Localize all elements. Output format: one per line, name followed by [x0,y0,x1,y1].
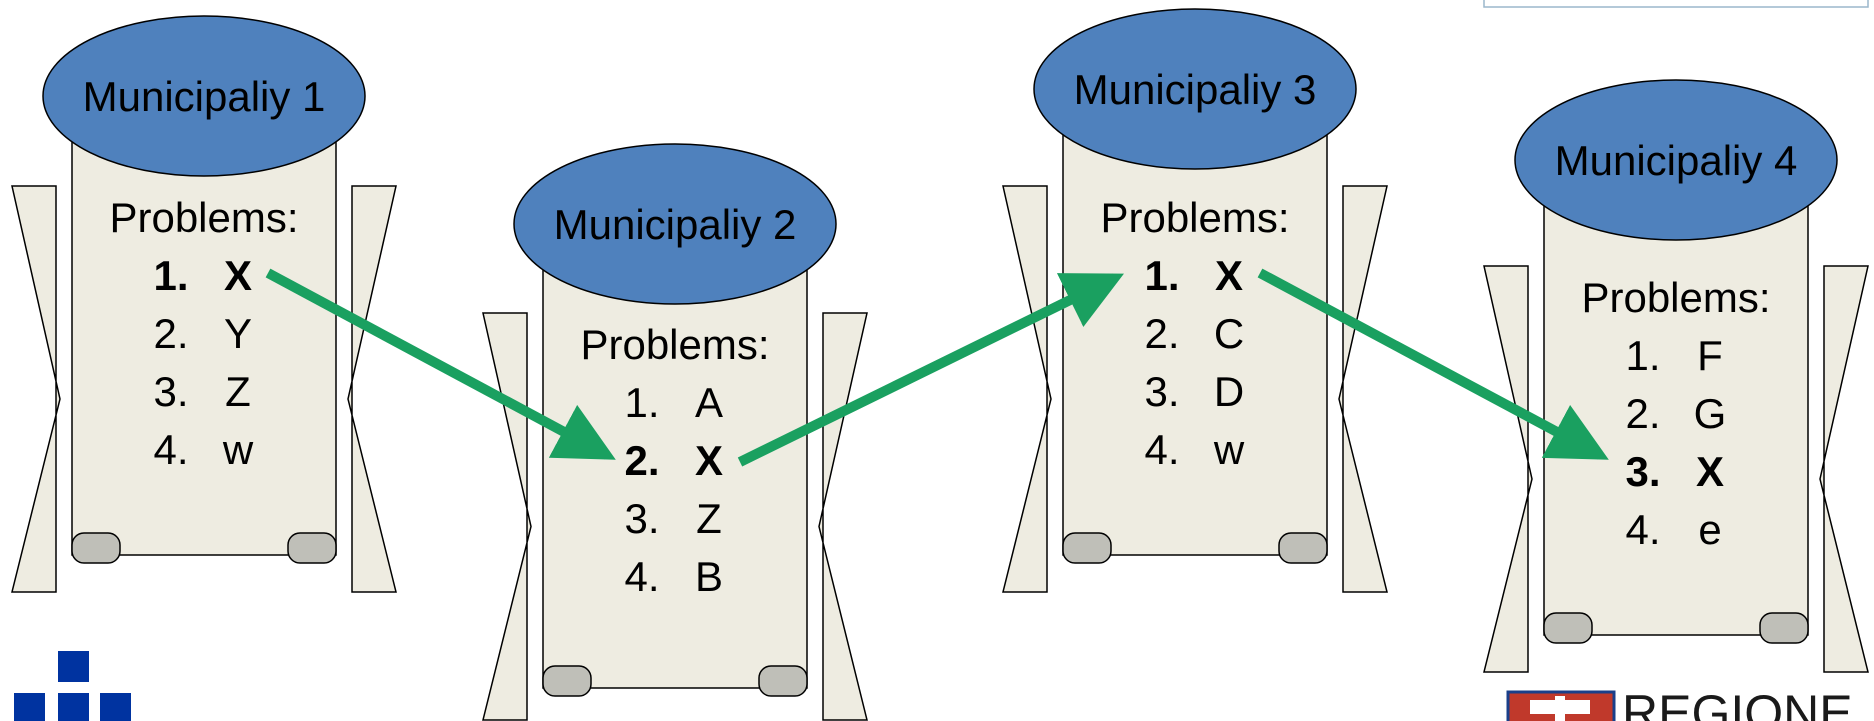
problems-heading: Problems: [1581,274,1770,321]
arrow-1-to-2 [265,268,616,460]
scroll-back-panel [1819,265,1869,673]
problem-number: 3. [1144,368,1179,415]
problem-label: Z [225,368,251,415]
scroll-back-panel [482,312,532,721]
scroll-curl [1062,532,1112,564]
municipality-name: Municipaliy 1 [83,73,326,120]
problem-number: 2. [624,437,659,484]
scroll-back-panel [1338,185,1388,593]
problem-label: B [695,553,723,600]
scroll-curl [542,665,592,697]
scroll-curl [1278,532,1328,564]
problem-label: w [1213,426,1245,473]
problem-number: 4. [1144,426,1179,473]
municipality-header-ellipse [513,143,837,305]
logo-right-text: REGIONE [1622,685,1853,721]
problem-label: F [1697,332,1723,379]
problem-number: 4. [1625,506,1660,553]
arrow-2-to-3 [737,273,1124,467]
bottom-right-logo: REGIONE [1506,685,1853,721]
problem-number: 2. [1144,310,1179,357]
problem-label: Y [224,310,252,357]
arrow-3-to-4 [1257,268,1609,460]
municipality-name: Municipaliy 4 [1555,137,1798,184]
bottom-left-logo [14,651,131,721]
problem-number: 1. [624,379,659,426]
scroll-curl [1759,612,1809,644]
problem-label: D [1214,368,1244,415]
municipality-card: Municipaliy 4 Problems: 1. F 2. G 3. X 4. e [1483,79,1869,673]
problem-number: 3. [1625,448,1660,495]
scroll-curl [758,665,808,697]
problem-label: Z [696,495,722,542]
problem-number: 2. [153,310,188,357]
scroll-back-panel [1483,265,1533,673]
problem-label: e [1698,506,1721,553]
scroll-curl [71,532,121,564]
scroll-body [1543,205,1809,636]
problems-heading: Problems: [1100,194,1289,241]
problem-label: w [222,426,254,473]
municipality-header-ellipse [1033,8,1357,170]
scroll-curl [287,532,337,564]
problem-label: X [1215,252,1243,299]
problem-label: C [1214,310,1244,357]
problem-label: A [695,379,723,426]
problem-number: 3. [624,495,659,542]
scroll-back-panel [1002,185,1052,593]
problem-number: 1. [153,252,188,299]
municipality-header-ellipse [1514,79,1838,241]
top-right-frame [1483,0,1869,8]
municipality-name: Municipaliy 2 [554,201,797,248]
municipality-card: Municipaliy 2 Problems: 1. A 2. X 3. Z 4. B [482,143,868,721]
problem-number: 4. [624,553,659,600]
problem-number: 1. [1625,332,1660,379]
problem-number: 3. [153,368,188,415]
scroll-back-panel [11,185,61,593]
problem-number: 1. [1144,252,1179,299]
problems-heading: Problems: [109,194,298,241]
scroll-back-panel [818,312,868,721]
problem-number: 4. [153,426,188,473]
scroll-curl [1543,612,1593,644]
problem-label: X [1696,448,1724,495]
municipality-card: Municipaliy 3 Problems: 1. X 2. C 3. D 4. w [1002,8,1388,593]
problem-label: X [224,252,252,299]
municipality-name: Municipaliy 3 [1074,66,1317,113]
municipality-card: Municipaliy 1 Problems: 1. X 2. Y 3. Z 4. w [11,15,397,593]
scroll-back-panel [347,185,397,593]
scroll-body [71,139,337,556]
problem-label: X [695,437,723,484]
municipality-header-ellipse [42,15,366,177]
scroll-body [1062,133,1328,556]
problem-label: G [1694,390,1727,437]
problems-heading: Problems: [580,321,769,368]
problem-number: 2. [1625,390,1660,437]
scroll-body [542,267,808,689]
